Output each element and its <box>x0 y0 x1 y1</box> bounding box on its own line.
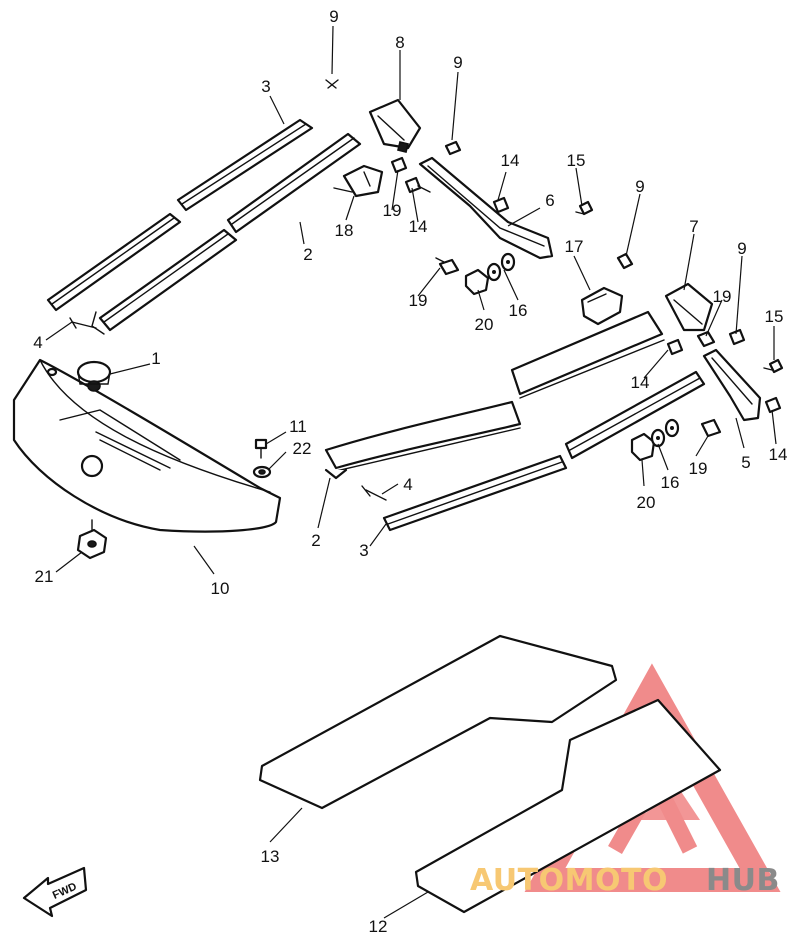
callout-13: 13 <box>261 847 280 866</box>
part-14-bolt-c <box>666 338 684 356</box>
callout-9a: 9 <box>329 7 338 26</box>
part-6-bracket <box>418 156 554 260</box>
callout-19a: 19 <box>383 201 402 220</box>
leader-lines <box>45 25 777 919</box>
callout-19b: 19 <box>713 287 732 306</box>
callout-19c: 19 <box>409 291 428 310</box>
callout-1: 1 <box>151 349 160 368</box>
part-21-nut <box>76 519 108 560</box>
part-9-screw-d <box>728 328 746 346</box>
part-3-lower-rail <box>382 370 706 532</box>
part-2-lower-rail <box>324 310 665 480</box>
callout-15a: 15 <box>567 151 586 170</box>
part-20-nut-b <box>630 432 656 462</box>
fwd-arrow: FWD <box>22 866 88 918</box>
part-9-screw-c <box>616 252 634 270</box>
part-1-grommet <box>76 360 112 392</box>
part-9-screw-top <box>325 79 339 89</box>
part-15-screw-b <box>763 358 784 374</box>
callout-9c: 9 <box>635 177 644 196</box>
callout-7: 7 <box>689 217 698 236</box>
callout-6: 6 <box>545 191 554 210</box>
part-19-nut-d <box>700 418 722 438</box>
part-22-washer <box>252 465 272 479</box>
callout-2b: 2 <box>311 531 320 550</box>
part-3-upper-rail <box>46 118 314 312</box>
part-12-mat <box>414 698 722 914</box>
part-4-pin-upper <box>69 317 97 329</box>
callout-21: 21 <box>35 567 54 586</box>
part-7-bracket <box>664 282 714 332</box>
callout-3a: 3 <box>261 77 270 96</box>
part-5-bracket <box>702 348 762 422</box>
callout-4a: 4 <box>33 333 42 352</box>
callout-15b: 15 <box>765 307 784 326</box>
part-9-screw-b <box>444 140 462 156</box>
callout-10: 10 <box>211 579 230 598</box>
callout-14a: 14 <box>501 151 520 170</box>
callout-2a: 2 <box>303 245 312 264</box>
part-4-pin-lower <box>361 485 387 501</box>
part-11-screw <box>254 438 268 459</box>
callout-numbers: 9 8 9 3 14 15 6 19 14 18 2 17 9 7 9 19 2… <box>33 7 787 936</box>
callout-5: 5 <box>741 453 750 472</box>
callout-12: 12 <box>369 917 388 936</box>
callout-14b: 14 <box>409 217 428 236</box>
part-19-nut-c <box>696 330 716 348</box>
watermark-text-left: AUTOMOTO <box>470 863 668 898</box>
callout-3b: 3 <box>359 541 368 560</box>
part-15-screw-a <box>575 200 594 216</box>
watermark-text: AUTOMOTO HUB <box>470 863 780 898</box>
part-10-front-cowling <box>12 358 282 533</box>
callout-20b: 20 <box>637 493 656 512</box>
callout-14c: 14 <box>631 373 650 392</box>
part-17-cap <box>580 286 624 326</box>
part-14-bolt-a <box>404 176 431 194</box>
callout-11: 11 <box>289 417 307 436</box>
callout-22: 22 <box>293 439 312 458</box>
part-16-washers-a <box>486 252 516 282</box>
callout-9d: 9 <box>737 239 746 258</box>
callout-20a: 20 <box>475 315 494 334</box>
part-19-nut-b <box>435 257 460 276</box>
part-18-clip <box>333 164 384 198</box>
callout-17: 17 <box>565 237 584 256</box>
part-20-nut-a <box>464 268 490 296</box>
part-16-washers-b <box>650 418 680 448</box>
callout-14d: 14 <box>769 445 788 464</box>
callout-4b: 4 <box>403 475 412 494</box>
callout-16a: 16 <box>509 301 528 320</box>
callout-18: 18 <box>335 221 354 240</box>
part-19-bolt-a <box>390 156 408 174</box>
part-8-bracket <box>368 98 422 153</box>
watermark-text-right: HUB <box>706 863 780 898</box>
callout-9b: 9 <box>453 53 462 72</box>
part-2-upper-channel <box>91 132 362 335</box>
callout-19d: 19 <box>689 459 708 478</box>
part-14-bolt-b <box>492 196 510 214</box>
callout-8: 8 <box>395 33 404 52</box>
part-13-mat <box>258 634 618 810</box>
callout-16b: 16 <box>661 473 680 492</box>
part-14-bolt-d <box>764 396 782 414</box>
